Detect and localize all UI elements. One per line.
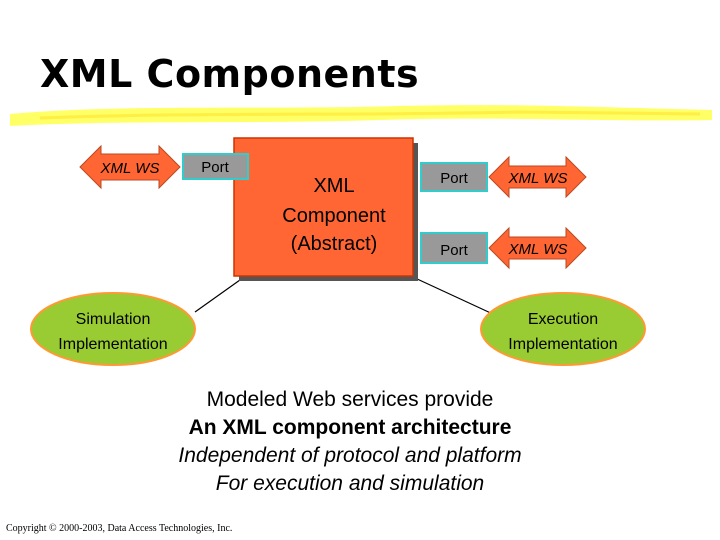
caption-line-2: An XML component architecture xyxy=(188,416,512,439)
xml-ws-label-left: XML WS xyxy=(100,160,160,177)
connector-execution xyxy=(414,277,496,316)
copyright-notice: Copyright © 2000-2003, Data Access Techn… xyxy=(6,523,233,534)
title-underline xyxy=(10,105,712,126)
slide-title: XML Components xyxy=(40,52,420,96)
execution-label-line2: Implementation xyxy=(508,336,617,353)
xml-ws-label-right-top: XML WS xyxy=(508,170,568,187)
xml-ws-arrow-left xyxy=(79,144,181,190)
caption-line-1: Modeled Web services provide xyxy=(206,388,494,411)
xml-ws-arrow-right-bottom xyxy=(488,226,587,270)
execution-ellipse xyxy=(480,292,646,366)
caption-line-3: Independent of protocol and platform xyxy=(178,444,522,467)
execution-label-line1: Execution xyxy=(528,311,598,328)
component-box xyxy=(233,137,414,277)
port-label-right-bottom: Port xyxy=(440,242,468,259)
xml-ws-label-right-bottom: XML WS xyxy=(508,241,568,258)
xml-ws-arrow-right-top xyxy=(488,155,587,199)
port-left xyxy=(182,153,249,180)
component-label-line1: XML xyxy=(313,175,354,197)
caption-line-4: For execution and simulation xyxy=(215,472,485,495)
component-label-line3: (Abstract) xyxy=(291,233,378,255)
port-right-top xyxy=(420,162,488,192)
port-label-left: Port xyxy=(201,159,229,176)
component-label-line2: Component xyxy=(282,205,386,227)
port-right-bottom xyxy=(420,232,488,264)
simulation-label-line2: Implementation xyxy=(58,336,167,353)
port-label-right-top: Port xyxy=(440,170,468,187)
caption: Modeled Web services provide An XML comp… xyxy=(100,386,600,498)
simulation-label-line1: Simulation xyxy=(76,311,151,328)
simulation-ellipse xyxy=(30,292,196,366)
